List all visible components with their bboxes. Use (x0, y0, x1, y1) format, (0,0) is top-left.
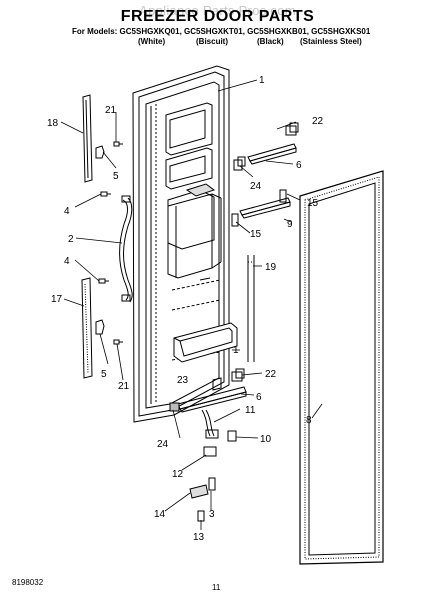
callout-15-upper: 15 (307, 198, 319, 209)
handle-trim-lower (81, 277, 93, 379)
callout-1-lower: 1 (233, 345, 239, 356)
callout-15-lower: 15 (250, 229, 262, 240)
callout-4-upper: 4 (64, 206, 70, 217)
door-bin (173, 322, 238, 363)
callout-21-lower: 21 (118, 381, 130, 392)
handle-trim-upper (82, 94, 93, 183)
callout-12: 12 (172, 469, 184, 480)
hinge-bracket (189, 484, 209, 499)
shelf-rail (247, 255, 255, 362)
callout-22-lower: 22 (265, 369, 277, 380)
clip-22-lower (231, 368, 245, 382)
freezer-door-outer (132, 65, 230, 423)
leader-lines (60, 79, 323, 530)
callout-2: 2 (68, 234, 74, 245)
callout-6-lower: 6 (256, 392, 262, 403)
shelf-trim-9 (239, 197, 291, 219)
watermark: Appliance Parts Pros.com (139, 3, 296, 18)
screw-4-lower (98, 278, 109, 284)
screw-4-upper (100, 191, 111, 197)
hinge-screw (197, 510, 205, 522)
callout-4-lower: 4 (64, 256, 70, 267)
end-cap-upper (95, 145, 105, 159)
hinge-bushing (227, 430, 237, 442)
callout-1-upper: 1 (259, 75, 265, 86)
callout-8: 8 (306, 415, 312, 426)
variant-black: (Black) (257, 37, 284, 46)
end-cap-lower (95, 319, 105, 335)
callout-17: 17 (51, 294, 63, 305)
callout-numbers: 1 18 21 5 4 2 4 17 5 21 22 6 24 15 9 15 … (47, 75, 324, 543)
callout-18: 18 (47, 118, 59, 129)
callout-9: 9 (287, 219, 293, 230)
callout-19: 19 (265, 262, 277, 273)
page-number: 11 (212, 583, 221, 592)
callout-23: 23 (177, 375, 189, 386)
hinge-pin (208, 477, 216, 491)
clip-15-upper (279, 189, 287, 203)
callout-24-upper: 24 (250, 181, 262, 192)
callout-3: 3 (209, 509, 215, 520)
door-gasket (299, 170, 384, 565)
shelf-trim-6-upper (247, 143, 297, 165)
callout-13: 13 (193, 532, 205, 543)
callout-24-lower: 24 (157, 439, 169, 450)
clip-15-lower (231, 213, 239, 227)
screw-21-upper (113, 141, 123, 147)
variant-white: (White) (138, 37, 166, 46)
callout-10: 10 (260, 434, 272, 445)
document-number: 8198032 (12, 578, 44, 587)
callout-6-upper: 6 (296, 160, 302, 171)
hinge-wire-harness (201, 409, 219, 439)
door-handle (119, 195, 133, 303)
callout-14: 14 (154, 509, 166, 520)
callout-5-upper: 5 (113, 171, 119, 182)
models-line: For Models: GC5SHGXKQ01, GC5SHGXKT01, GC… (72, 27, 371, 36)
bottom-trim (169, 377, 247, 413)
hinge-block (203, 446, 217, 457)
callout-22-upper: 22 (312, 116, 324, 127)
callout-11: 11 (245, 405, 256, 416)
callout-21-upper: 21 (105, 105, 117, 116)
variant-biscuit: (Biscuit) (196, 37, 228, 46)
screw-21-lower (113, 339, 123, 345)
page-title: FREEZER DOOR PARTS (120, 8, 315, 25)
variant-stainless: (Stainless Steel) (300, 37, 362, 46)
callout-5-lower: 5 (101, 369, 107, 380)
clip-24-upper (233, 156, 246, 171)
